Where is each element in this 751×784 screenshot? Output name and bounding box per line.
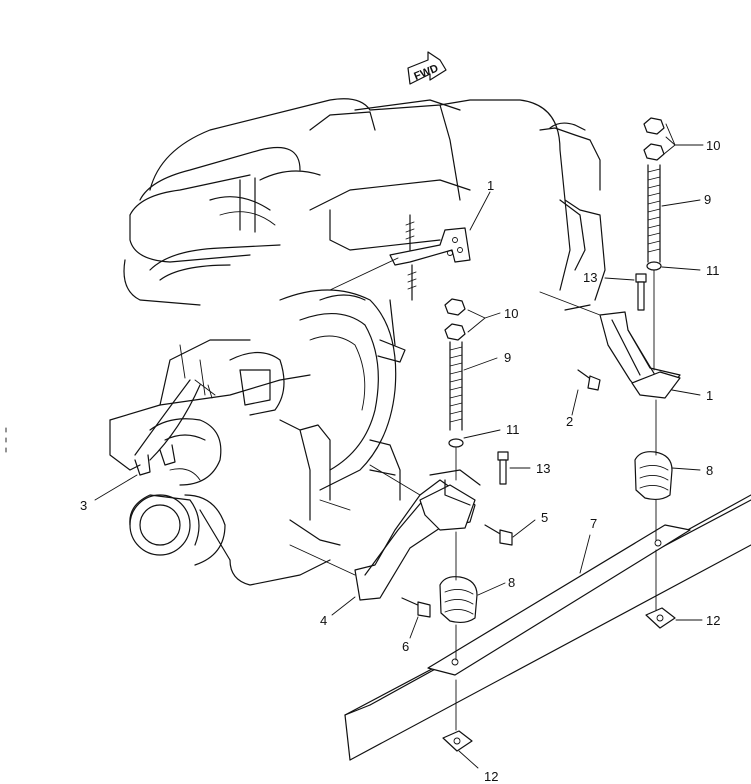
part-label-9-right: 9 (704, 192, 711, 207)
bolt-right (635, 273, 647, 311)
forward-direction-arrow: FWD (407, 51, 447, 85)
part-label-12-bottom: 12 (484, 769, 498, 784)
part-label-7: 7 (590, 516, 597, 531)
part-label-2: 2 (566, 414, 573, 429)
bolt-center (497, 451, 509, 485)
part-label-1-right: 1 (706, 388, 713, 403)
engine-assembly (109, 98, 606, 586)
bolt-part-2 (577, 369, 601, 391)
engine-mount-bracket-right (599, 311, 681, 399)
nuts-right (643, 117, 665, 161)
bolt-part-6 (401, 597, 431, 618)
plate-bottom (442, 730, 473, 752)
part-label-13-center: 13 (536, 461, 550, 476)
alignment-lines (289, 257, 657, 731)
cross-plate (427, 524, 691, 676)
part-label-11-right: 11 (706, 263, 720, 278)
rubber-mount-center (439, 576, 478, 624)
bolt-part-5 (484, 524, 513, 546)
part-label-10-right: 10 (706, 138, 720, 153)
engine-mount-bracket-upper (389, 214, 471, 301)
stud-bolt-center (449, 341, 463, 431)
washer-center (448, 438, 464, 448)
nuts-center (444, 298, 466, 341)
plate-right (645, 607, 676, 629)
part-number-labels: 1 1 2 3 4 5 6 7 8 8 9 9 10 10 11 11 12 1… (80, 138, 720, 784)
part-label-6: 6 (402, 639, 409, 654)
part-label-3: 3 (80, 498, 87, 513)
part-label-10-center: 10 (504, 306, 518, 321)
part-label-8-right: 8 (706, 463, 713, 478)
stud-bolt-right (647, 164, 661, 263)
part-label-9-center: 9 (504, 350, 511, 365)
part-label-12-right: 12 (706, 613, 720, 628)
part-label-8-center: 8 (508, 575, 515, 590)
part-label-13-right: 13 (583, 270, 597, 285)
part-label-11-center: 11 (506, 422, 520, 437)
washer-right (646, 261, 662, 271)
engine-mount-bracket-front (354, 469, 481, 601)
part-label-5: 5 (541, 510, 548, 525)
part-label-4: 4 (320, 613, 327, 628)
rubber-mount-right (634, 451, 673, 501)
part-label-1-top: 1 (487, 178, 494, 193)
leader-lines (94, 123, 704, 769)
